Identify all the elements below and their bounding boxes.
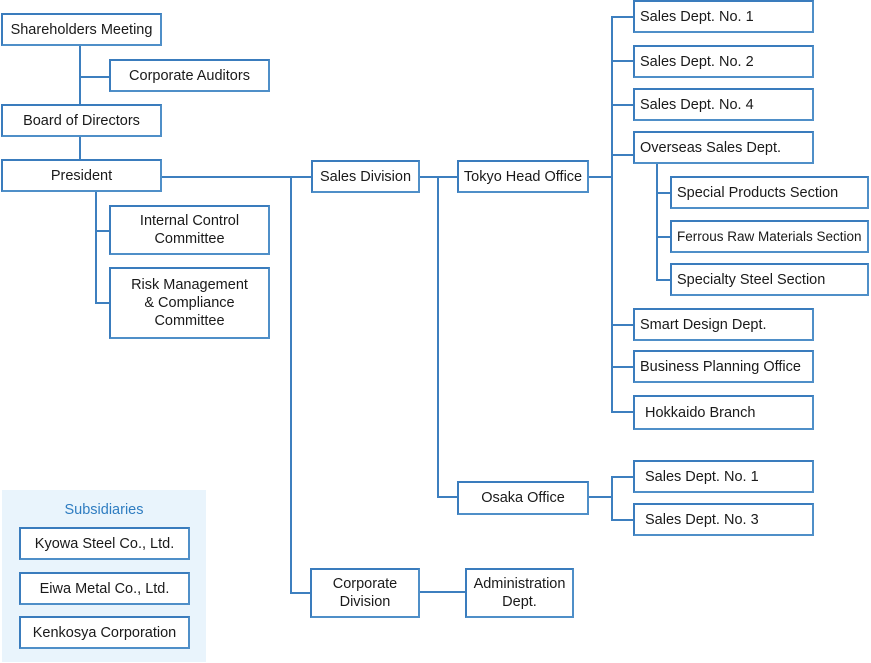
connector-smart-design (611, 324, 633, 326)
osaka-dept-label: Sales Dept. No. 3 (645, 511, 759, 528)
president-label: President (50, 167, 113, 184)
shareholders-meeting-box: Shareholders Meeting (1, 13, 162, 46)
connector-tokyo-depts-trunk (611, 16, 613, 412)
president-box: President (1, 159, 162, 192)
corporate-auditors-box: Corporate Auditors (109, 59, 270, 92)
internal-control-line-1: Internal Control (139, 213, 240, 229)
risk-management-line-3: Committee (154, 313, 225, 329)
risk-management-line-1: Risk Management (131, 277, 248, 293)
tokyo-head-office-label: Tokyo Head Office (463, 168, 583, 185)
overseas-section-box: Specialty Steel Section (670, 263, 869, 296)
connector-dept-1 (611, 16, 633, 18)
tokyo-dept-label: Sales Dept. No. 1 (640, 8, 754, 25)
connector-osaka-dept-1 (611, 476, 633, 478)
sales-division-label: Sales Division (319, 168, 412, 185)
connector-corporate-division (290, 592, 310, 594)
connector-hokkaido (611, 411, 633, 413)
overseas-section-label: Ferrous Raw Materials Section (677, 228, 862, 244)
connector-sales-osaka (437, 176, 439, 497)
subsidiary-label: Kyowa Steel Co., Ltd. (34, 535, 175, 552)
overseas-section-box: Ferrous Raw Materials Section (670, 220, 869, 253)
overseas-section-box: Special Products Section (670, 176, 869, 209)
internal-control-line-2: Committee (154, 231, 225, 247)
tokyo-dept-box: Hokkaido Branch (633, 395, 814, 430)
tokyo-dept-label: Overseas Sales Dept. (640, 139, 782, 156)
tokyo-dept-box: Sales Dept. No. 4 (633, 88, 814, 121)
connector-osaka-depts-trunk (611, 476, 613, 520)
osaka-dept-box: Sales Dept. No. 1 (633, 460, 814, 493)
tokyo-dept-label: Hokkaido Branch (645, 404, 756, 421)
connector-tokyo-depts (588, 176, 612, 178)
subsidiary-box: Kenkosya Corporation (19, 616, 190, 649)
subsidiaries-title: Subsidiaries (64, 502, 144, 518)
board-of-directors-box: Board of Directors (1, 104, 162, 137)
corporate-auditors-label: Corporate Auditors (129, 67, 250, 84)
subsidiary-label: Eiwa Metal Co., Ltd. (39, 580, 170, 597)
overseas-section-label: Special Products Section (677, 184, 839, 201)
tokyo-dept-box: Sales Dept. No. 1 (633, 0, 814, 33)
connector-osaka-dept-3 (611, 519, 633, 521)
connector-overseas (611, 154, 633, 156)
risk-management-committee-box: Risk Management & Compliance Committee (109, 267, 270, 339)
connector-board-president (79, 137, 81, 159)
administration-dept-box: Administration Dept. (465, 568, 574, 618)
connector-specialty-steel (656, 279, 670, 281)
tokyo-head-office-box: Tokyo Head Office (457, 160, 589, 193)
subsidiary-box: Kyowa Steel Co., Ltd. (19, 527, 190, 560)
tokyo-dept-label: Business Planning Office (640, 358, 801, 375)
connector-internal-control (95, 230, 109, 232)
connector-corporate-admin (419, 591, 465, 593)
connector-sales-tokyo (420, 176, 457, 178)
internal-control-committee-box: Internal Control Committee (109, 205, 270, 255)
shareholders-meeting-label: Shareholders Meeting (10, 21, 153, 38)
overseas-section-label: Specialty Steel Section (677, 271, 826, 288)
tokyo-dept-label: Smart Design Dept. (640, 316, 767, 333)
osaka-office-label: Osaka Office (481, 490, 565, 506)
connector-dept-2 (611, 60, 633, 62)
corporate-division-line-2: Division (339, 594, 391, 610)
connector-president-sales (161, 176, 311, 178)
connector-special-products (656, 192, 670, 194)
connector-osaka-depts (589, 496, 612, 498)
subsidiary-box: Eiwa Metal Co., Ltd. (19, 572, 190, 605)
tokyo-dept-box: Overseas Sales Dept. (633, 131, 814, 164)
tokyo-dept-label: Sales Dept. No. 2 (640, 53, 754, 70)
administration-dept-line-2: Dept. (502, 594, 537, 610)
connector-ferrous (656, 236, 670, 238)
connector-dept-4 (611, 104, 633, 106)
administration-dept-line-1: Administration (473, 576, 566, 592)
board-of-directors-label: Board of Directors (23, 112, 140, 129)
connector-business-planning (611, 366, 633, 368)
corporate-division-box: Corporate Division (310, 568, 420, 618)
connector-osaka (437, 496, 457, 498)
subsidiary-label: Kenkosya Corporation (32, 624, 177, 641)
osaka-dept-label: Sales Dept. No. 1 (645, 468, 759, 485)
risk-management-line-2: & Compliance (144, 295, 235, 311)
connector-overseas-sections (656, 163, 658, 280)
osaka-office-box: Osaka Office (457, 481, 589, 515)
tokyo-dept-box: Sales Dept. No. 2 (633, 45, 814, 78)
sales-division-box: Sales Division (311, 160, 420, 193)
tokyo-dept-box: Smart Design Dept. (633, 308, 814, 341)
connector-president-corporate (290, 176, 292, 593)
tokyo-dept-box: Business Planning Office (633, 350, 814, 383)
tokyo-dept-label: Sales Dept. No. 4 (640, 96, 754, 113)
connector-auditors (79, 76, 109, 78)
osaka-dept-box: Sales Dept. No. 3 (633, 503, 814, 536)
connector-risk-management (95, 302, 109, 304)
corporate-division-line-1: Corporate (332, 576, 398, 592)
connector-shareholders-board (79, 46, 81, 104)
connector-president-committees (95, 192, 97, 303)
